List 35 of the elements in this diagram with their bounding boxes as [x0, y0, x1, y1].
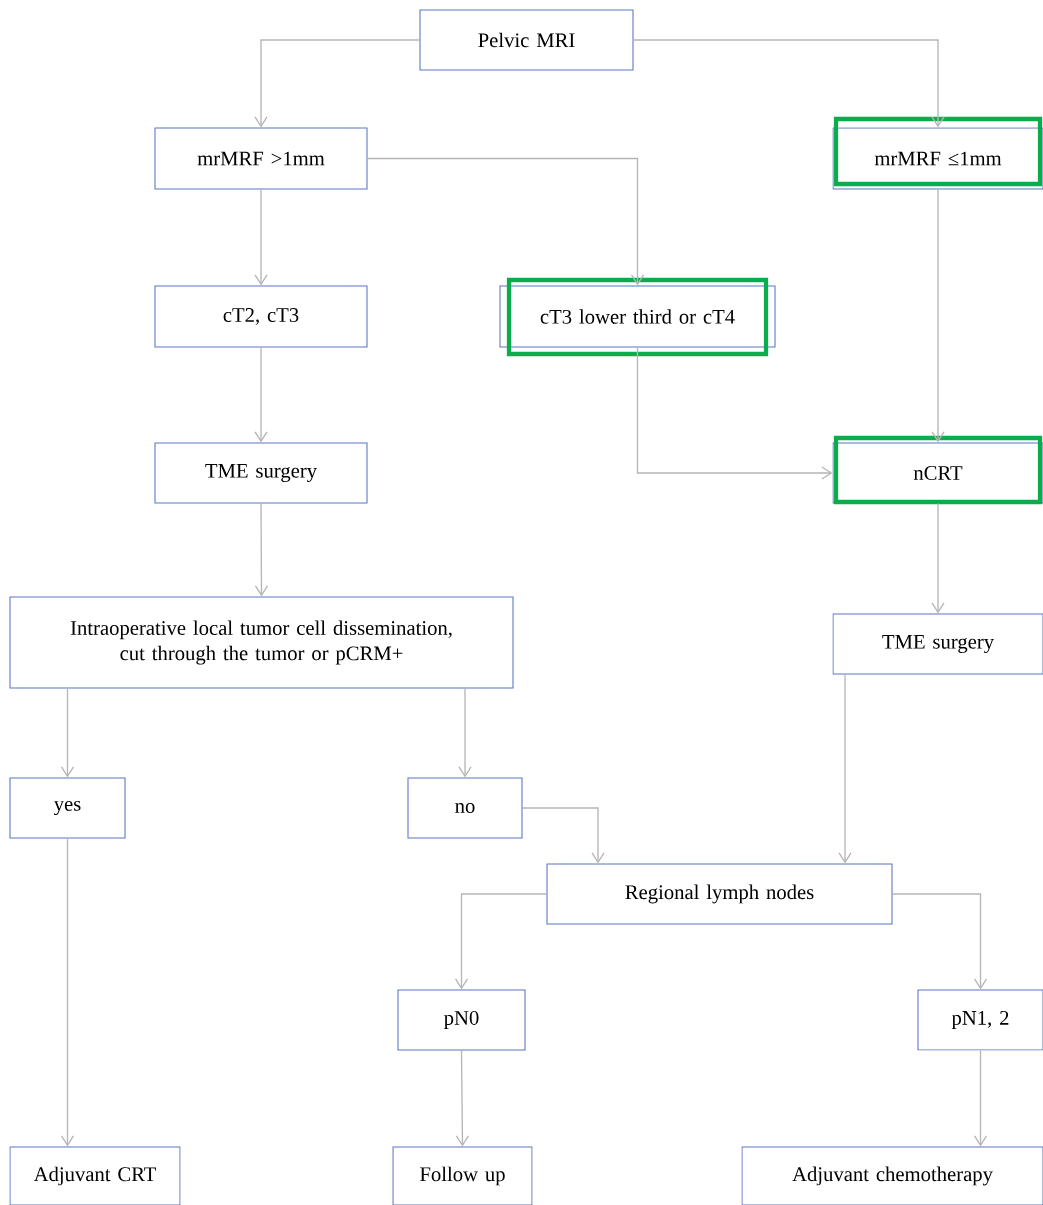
arrow	[60, 837, 75, 1147]
arrow	[366, 157, 645, 286]
process-box: Follow up	[392, 1146, 533, 1205]
arrow	[254, 346, 268, 443]
arrow	[454, 893, 548, 990]
process-box: no	[407, 777, 523, 839]
arrow	[632, 39, 945, 128]
process-box: mrMRF >1mm	[154, 127, 368, 190]
process-box: yes	[9, 777, 126, 839]
process-box: pN1, 2	[917, 989, 1043, 1051]
arrow	[254, 188, 268, 286]
process-box: TME surgery	[154, 442, 368, 504]
process-box: pN0	[397, 989, 526, 1051]
process-box: TME surgery	[832, 613, 1043, 675]
arrow	[891, 893, 988, 990]
arrow	[455, 1049, 470, 1147]
process-box: Adjuvant chemotherapy	[741, 1146, 1043, 1205]
arrow	[838, 673, 852, 864]
process-box: Regional lymph nodes	[546, 863, 893, 925]
arrow	[521, 807, 605, 864]
process-box: Adjuvant CRT	[9, 1146, 181, 1205]
process-box: Pelvic MRI	[419, 9, 634, 71]
arrow	[254, 39, 421, 128]
process-box: mrMRF ≤1mm	[832, 127, 1043, 190]
arrow	[973, 1049, 988, 1147]
process-box: Intraoperative local tumor cell dissemination, cut through the tumor or pCRM+	[9, 596, 514, 689]
arrow	[931, 502, 945, 614]
arrow	[458, 687, 472, 778]
arrow	[254, 502, 269, 597]
process-box: cT3 lower third or cT4	[499, 285, 776, 348]
process-box: nCRT	[832, 442, 1043, 504]
arrow	[931, 188, 945, 443]
arrow	[60, 687, 75, 778]
arrow	[636, 346, 833, 480]
process-box: cT2, cT3	[154, 285, 368, 348]
